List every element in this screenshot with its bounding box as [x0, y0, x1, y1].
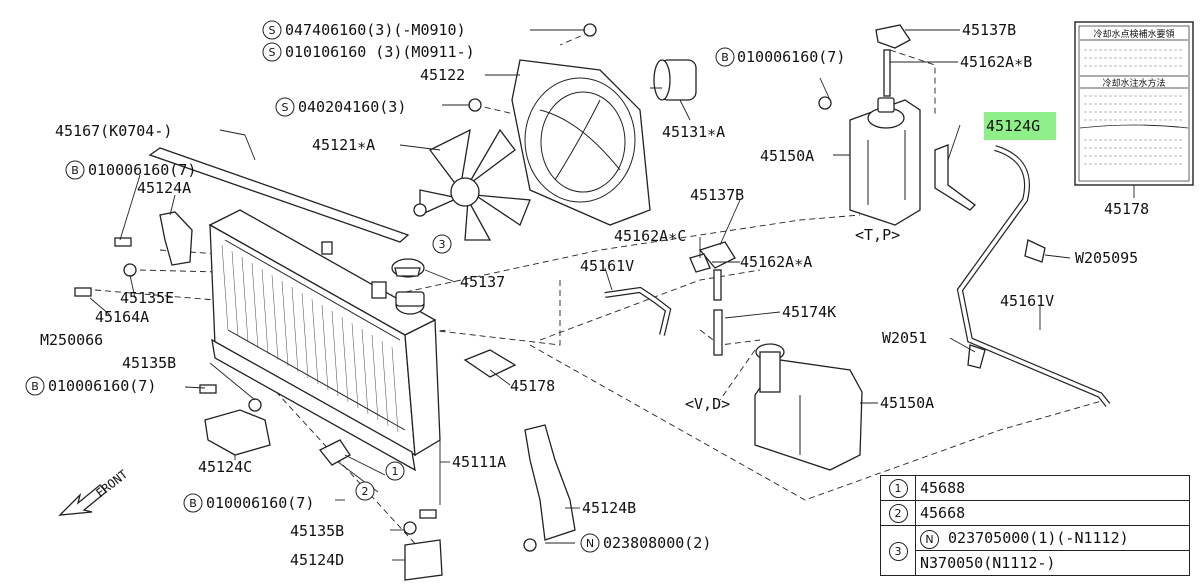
- fan-shroud: [511, 59, 651, 226]
- legend-key-2: 2: [888, 504, 908, 523]
- label-45150a-low: 45150A: [880, 394, 934, 412]
- svg-text:B: B: [721, 51, 729, 64]
- label-45124b: 45124B: [582, 499, 636, 517]
- legend-table: 1 45688 2 45668 3 N 023705000(1)(-N1112)…: [880, 475, 1190, 576]
- fasteners: [74, 23, 832, 552]
- svg-text:3: 3: [439, 238, 446, 251]
- reservoir-tank-tp: [849, 97, 921, 226]
- legend-key-1: 1: [888, 479, 908, 498]
- label-45124d: 45124D: [290, 551, 344, 569]
- legend-value-3b: N370050(N1112-): [920, 554, 1056, 572]
- label-45124a: 45124A: [137, 179, 191, 197]
- bracket-45124c: [204, 409, 271, 456]
- overflow-hose-short: [604, 286, 672, 336]
- prefix-markers: S S S B B B B N 3 1 2: [25, 20, 735, 553]
- reservoir-bracket: [934, 144, 976, 211]
- overflow-pipe: [713, 309, 723, 356]
- label-screw-040204160: 040204160(3): [298, 98, 406, 116]
- svg-text:B: B: [71, 164, 79, 177]
- label-45131a: 45131∗A: [662, 123, 725, 141]
- svg-text:N: N: [586, 537, 594, 550]
- label-45161v-left: 45161V: [580, 257, 634, 275]
- legend-value-1: 45688: [915, 475, 1190, 501]
- front-arrow: FRONT: [58, 467, 130, 516]
- label-bolt-lower: 010006160(7): [48, 377, 156, 395]
- label-tp: <T,P>: [855, 226, 900, 244]
- legend-prefix-n: N: [920, 530, 939, 549]
- label-bolt-left: 010006160(7): [88, 161, 196, 179]
- label-45167: 45167(K0704-): [55, 122, 172, 140]
- label-vd: <V,D>: [685, 395, 730, 413]
- label-w2051: W2051: [882, 329, 927, 347]
- warning-label-small: [463, 349, 517, 378]
- label-45174k: 45174K: [782, 303, 836, 321]
- svg-text:S: S: [269, 46, 276, 59]
- label-nut-023808000: 023808000(2): [603, 534, 711, 552]
- card-subtitle: 冷却水注水方法: [1102, 77, 1165, 89]
- bracket-45124d: [404, 539, 443, 581]
- label-m250066: M250066: [40, 331, 103, 349]
- radiator-assembly: [208, 209, 441, 472]
- legend-row: 3 N 023705000(1)(-N1112) N370050(N1112-): [880, 525, 1190, 576]
- legend-value-2: 45668: [915, 500, 1190, 526]
- reservoir-tank-vd: [754, 343, 863, 471]
- label-45135b-left: 45135B: [122, 354, 176, 372]
- label-45111a: 45111A: [452, 453, 506, 471]
- card-title: 冷却水点検補水要領: [1093, 28, 1174, 40]
- label-45164a: 45164A: [95, 308, 149, 326]
- bracket-45124b: [524, 424, 576, 541]
- fan-motor: [650, 59, 697, 101]
- label-screw-047406160: 047406160(3)(-M0910): [285, 21, 466, 39]
- label-bolt-top: 010006160(7): [737, 48, 845, 66]
- bracket-45124a: [159, 211, 193, 266]
- legend-row: 2 45668: [880, 500, 1190, 526]
- legend-key-3: 3: [888, 541, 908, 561]
- label-45137b-top: 45137B: [962, 21, 1016, 39]
- label-45135b-bottom: 45135B: [290, 522, 344, 540]
- coolant-info-card: 冷却水点検補水要領 冷却水注水方法: [1074, 21, 1194, 186]
- label-45162a-b: 45162A∗B: [960, 53, 1032, 71]
- label-bolt-bottom: 010006160(7): [206, 494, 314, 512]
- svg-text:B: B: [189, 497, 197, 510]
- label-45137b-mid: 45137B: [690, 186, 744, 204]
- label-45150a-top: 45150A: [760, 147, 814, 165]
- label-w205095: W205095: [1075, 249, 1138, 267]
- svg-text:1: 1: [392, 465, 399, 478]
- label-45124g: 45124G: [986, 117, 1040, 135]
- label-45135e: 45135E: [120, 289, 174, 307]
- svg-text:2: 2: [362, 485, 369, 498]
- svg-text:S: S: [282, 101, 289, 114]
- label-45162a-a: 45162A∗A: [740, 253, 812, 271]
- label-45178-card: 45178: [1104, 200, 1149, 218]
- legend-value-3: 023705000(1)(-N1112): [948, 529, 1129, 547]
- label-screw-010106160: 010106160 (3)(M0911-): [285, 43, 475, 61]
- label-45178-mid: 45178: [510, 377, 555, 395]
- label-45121a: 45121∗A: [312, 136, 375, 154]
- svg-text:S: S: [269, 24, 276, 37]
- label-45162a-c: 45162A∗C: [614, 227, 686, 245]
- svg-text:B: B: [31, 380, 39, 393]
- label-45122: 45122: [420, 66, 465, 84]
- fan-blade: [419, 128, 531, 241]
- legend-row: 1 45688: [880, 475, 1190, 501]
- highlight-45124g: [984, 112, 1056, 140]
- front-label: FRONT: [93, 467, 130, 500]
- label-45137: 45137: [460, 273, 505, 291]
- part-labels: 45137B 45162A∗B 010006160(7) 45124G 4515…: [40, 21, 1149, 569]
- seal-strip: [148, 147, 410, 243]
- label-45161v-right: 45161V: [1000, 292, 1054, 310]
- leader-lines: [89, 29, 1071, 561]
- label-45124c: 45124C: [198, 458, 252, 476]
- reservoir-cap: [875, 24, 911, 49]
